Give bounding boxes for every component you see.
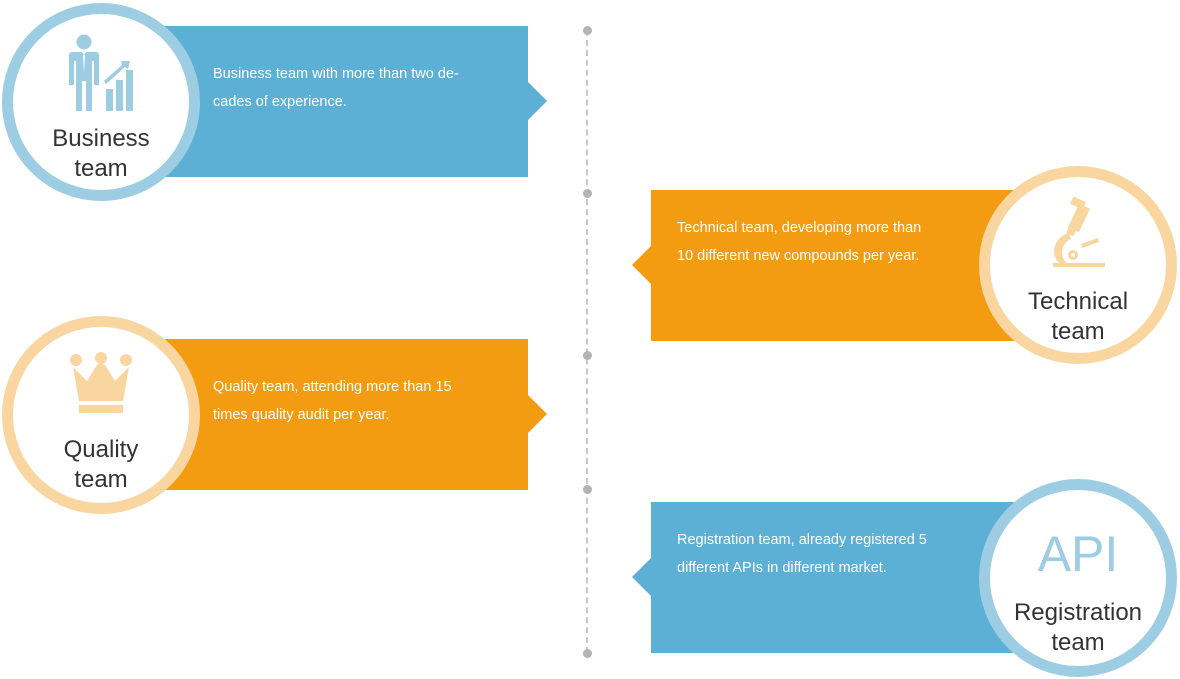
technical-team-label-line1: Technical (1027, 288, 1129, 315)
business-team-circle: Business team (2, 3, 200, 201)
business-team-label-line1: Business (52, 125, 150, 152)
quality-team-description-line1: Quality team, attending more than 15 (213, 379, 452, 395)
technical-team-description-line1: Technical team, developing more than (677, 220, 922, 236)
business-team-description-line1: Business team with more than two de- (213, 66, 459, 82)
timeline-dot (583, 189, 592, 198)
registration-team-label-line1: Registration (1013, 599, 1143, 626)
card-pointer (528, 395, 547, 433)
timeline-dot (583, 649, 592, 658)
business-team-card: Business team with more than two de- cad… (150, 26, 547, 177)
timeline-line (586, 30, 588, 653)
quality-team-label-line2: team (74, 466, 128, 493)
timeline-dot (583, 351, 592, 360)
technical-team-card: Technical team, developing more than 10 … (632, 190, 1029, 341)
business-team-description-line2: cades of experience. (213, 94, 347, 110)
registration-team-description-line1: Registration team, already registered 5 (677, 532, 927, 548)
card-pointer (632, 246, 651, 284)
quality-team-label: Quality team (13, 435, 189, 495)
businessman-chart-icon (69, 34, 133, 111)
quality-team-label-line1: Quality (63, 436, 139, 463)
technical-team-description-line2: 10 different new compounds per year. (677, 248, 920, 264)
quality-team-card: Quality team, attending more than 15 tim… (150, 339, 547, 490)
timeline-dot (583, 485, 592, 494)
quality-team-description-line2: times quality audit per year. (213, 407, 390, 423)
quality-team-circle: Quality team (2, 316, 200, 514)
registration-team-card: Registration team, already registered 5 … (632, 502, 1029, 653)
registration-team-description-line2: different APIs in different market. (677, 560, 887, 576)
crown-icon (70, 352, 132, 413)
business-team-label-line2: team (74, 155, 128, 182)
registration-team-label-line2: team (1051, 629, 1105, 656)
microscope-icon (1053, 196, 1105, 267)
technical-team-circle: Technical team (979, 166, 1177, 364)
business-team-label: Business team (13, 124, 189, 184)
card-pointer (632, 558, 651, 596)
technical-team-label-line2: team (1051, 318, 1105, 345)
technical-team-label: Technical team (990, 287, 1166, 347)
registration-team-label: Registration team (990, 598, 1166, 658)
api-text-icon: API (1037, 526, 1119, 582)
registration-team-circle: API Registration team (979, 479, 1177, 677)
timeline-dot (583, 26, 592, 35)
card-pointer (528, 82, 547, 120)
